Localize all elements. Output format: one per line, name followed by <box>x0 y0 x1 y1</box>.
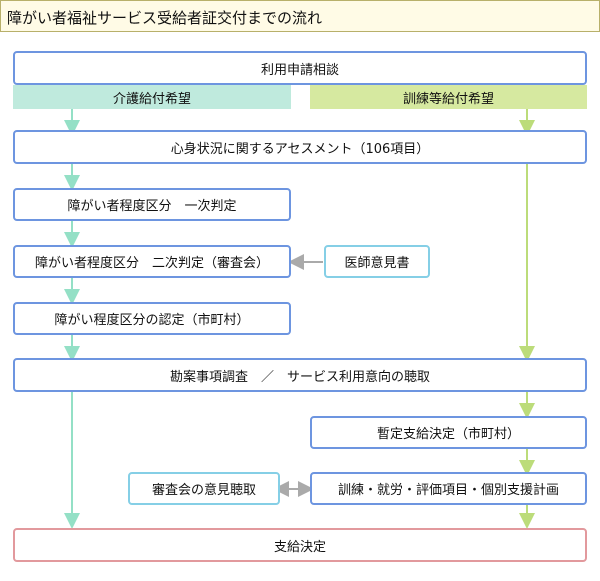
provisional-decision-label: 暫定支給決定（市町村） <box>376 427 520 442</box>
title-bar: 障がい者福祉サービス受給者証交付までの流れ <box>0 0 600 32</box>
assessment-label: 心身状況に関するアセスメント（106項目） <box>170 141 430 157</box>
committee-opinion-box: 審査会の意見聴取 <box>128 472 280 505</box>
care-label: 介護給付希望 <box>112 91 191 107</box>
consult-box: 利用申請相談 <box>13 51 587 85</box>
final-decision-box: 支給決定 <box>13 528 587 562</box>
secondary-judgment-label: 障がい者程度区分 二次判定（審査会） <box>34 256 269 271</box>
doctor-opinion-box: 医師意見書 <box>324 245 430 278</box>
training-label: 訓練等給付希望 <box>402 91 494 107</box>
page-title: 障がい者福祉サービス受給者証交付までの流れ <box>7 9 323 27</box>
assessment-box: 心身状況に関するアセスメント（106項目） <box>13 130 587 164</box>
training-band: 訓練等給付希望 <box>310 85 587 109</box>
support-plan-label: 訓練・就労・評価項目・個別支援計画 <box>337 483 559 498</box>
provisional-decision-box: 暫定支給決定（市町村） <box>310 416 587 449</box>
committee-opinion-label: 審査会の意見聴取 <box>151 483 256 498</box>
certification-label: 障がい程度区分の認定（市町村） <box>54 313 250 328</box>
secondary-judgment-box: 障がい者程度区分 二次判定（審査会） <box>13 245 291 278</box>
support-plan-box: 訓練・就労・評価項目・個別支援計画 <box>310 472 587 505</box>
primary-judgment-label: 障がい者程度区分 一次判定 <box>67 199 237 214</box>
consult-label: 利用申請相談 <box>260 62 339 78</box>
survey-box: 勘案事項調査 ／ サービス利用意向の聴取 <box>13 358 587 392</box>
survey-label: 勘案事項調査 ／ サービス利用意向の聴取 <box>169 369 430 385</box>
care-band: 介護給付希望 <box>13 85 291 109</box>
certification-box: 障がい程度区分の認定（市町村） <box>13 302 291 335</box>
primary-judgment-box: 障がい者程度区分 一次判定 <box>13 188 291 221</box>
final-decision-label: 支給決定 <box>273 539 326 555</box>
doctor-opinion-label: 医師意見書 <box>344 256 410 271</box>
